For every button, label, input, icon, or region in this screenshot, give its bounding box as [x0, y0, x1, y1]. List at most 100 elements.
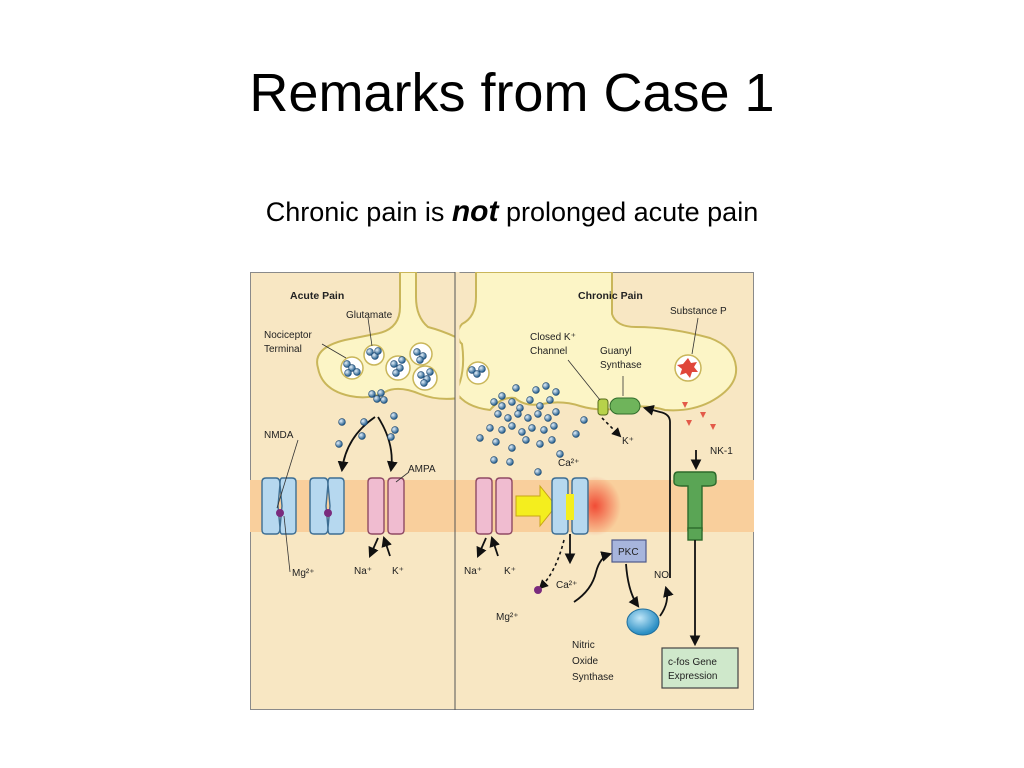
- glutamate-molecule: [544, 414, 552, 422]
- chronic-pain-title: Chronic Pain: [578, 290, 643, 302]
- glutamate-molecule: [343, 360, 351, 368]
- nmda-receptor-2: [309, 477, 345, 535]
- ca-bottom-label: Ca²⁺: [556, 580, 577, 591]
- cfos-box: [661, 647, 739, 689]
- mg-left-label: Mg²⁺: [292, 568, 315, 579]
- glutamate-molecule: [540, 426, 548, 434]
- nociceptor-label-1: Nociceptor: [264, 330, 312, 341]
- nmda-receptor-chronic: [551, 477, 589, 535]
- glutamate-molecule: [413, 348, 421, 356]
- subtitle-after: prolonged acute pain: [498, 197, 759, 227]
- nos-label-3: Synthase: [572, 672, 614, 683]
- glutamate-molecule: [580, 416, 588, 424]
- glutamate-molecule: [490, 456, 498, 464]
- slide-title: Remarks from Case 1: [249, 63, 775, 123]
- pain-pathway-svg: Acute Pain Chronic Pain Glutamate Nocice…: [250, 272, 754, 710]
- subtitle-emphasis: not: [451, 195, 499, 228]
- ampa-receptor-left: [367, 477, 405, 535]
- glutamate-molecule: [572, 430, 580, 438]
- glutamate-molecule: [542, 382, 550, 390]
- glutamate-molecule: [398, 356, 406, 364]
- glutamate-molecule: [344, 369, 352, 377]
- glutamate-molecule: [338, 418, 346, 426]
- nmda-leader-line: [276, 439, 299, 509]
- glutamate-molecule: [552, 408, 560, 416]
- glutamate-molecule: [534, 410, 542, 418]
- ampa-receptor-right: [475, 477, 513, 535]
- glutamate-molecule: [494, 410, 502, 418]
- closed-k-label-2: Channel: [530, 346, 567, 357]
- glutamate-molecule: [368, 390, 376, 398]
- glutamate-molecule: [490, 398, 498, 406]
- glutamate-molecule: [416, 356, 424, 364]
- glutamate-molecule: [522, 436, 530, 444]
- glutamate-molecule: [550, 422, 558, 430]
- substance-p-icon: [677, 358, 698, 378]
- nociceptor-leader-line: [321, 343, 347, 359]
- glutamate-molecule: [498, 392, 506, 400]
- subtitle-before: Chronic pain is: [265, 197, 452, 227]
- glutamate-molecule: [524, 414, 532, 422]
- divider-cover: [455, 272, 460, 412]
- pkc-label: PKC: [618, 547, 639, 558]
- nmda-receptor-1: [261, 477, 297, 535]
- glutamate-molecule: [536, 402, 544, 410]
- glutamate-molecule: [546, 396, 554, 404]
- glutamate-molecule: [353, 368, 361, 376]
- glutamate-molecule: [373, 395, 381, 403]
- glutamate-molecule: [518, 428, 526, 436]
- glutamate-molecule: [492, 438, 500, 446]
- ampa-label: AMPA: [408, 464, 436, 475]
- dashed-arrows: [538, 417, 622, 590]
- glutamate-molecules: [335, 347, 588, 476]
- glutamate-molecule: [508, 444, 516, 452]
- no-label: NO: [654, 570, 669, 581]
- ampa-leader-line: [395, 471, 410, 483]
- cfos-label-1: c-fos Gene: [668, 657, 717, 668]
- pkc-box: [611, 539, 647, 563]
- glutamate-molecule: [348, 364, 356, 372]
- glutamate-leader-line: [367, 317, 373, 347]
- chronic-nociceptor-terminal: [454, 272, 738, 412]
- glutamate-molecule: [377, 389, 385, 397]
- glutamate-molecule: [358, 432, 366, 440]
- glutamate-molecule: [335, 440, 343, 448]
- glutamate-molecule: [548, 436, 556, 444]
- guanyl-label-2: Synthase: [600, 360, 642, 371]
- k-right-top-label: K⁺: [622, 436, 634, 447]
- glutamate-molecule: [476, 434, 484, 442]
- glutamate-molecule: [508, 422, 516, 430]
- glutamate-molecule: [486, 424, 494, 432]
- glutamate-molecule: [504, 414, 512, 422]
- glutamate-molecule: [552, 388, 560, 396]
- glutamate-molecule: [426, 368, 434, 376]
- nmda-label: NMDA: [264, 430, 294, 441]
- acute-pain-title: Acute Pain: [290, 290, 344, 302]
- glutamate-molecule: [506, 458, 514, 466]
- glutamate-molecule: [374, 347, 382, 355]
- glutamate-molecule: [526, 396, 534, 404]
- glutamate-molecule: [556, 450, 564, 458]
- nos-label-2: Oxide: [572, 656, 599, 667]
- na-right-label: Na⁺: [464, 566, 482, 577]
- mg-ion: [534, 586, 542, 594]
- glutamate-molecule: [478, 365, 486, 373]
- k-left-label: K⁺: [392, 566, 404, 577]
- glutamate-molecule: [420, 379, 428, 387]
- glutamate-molecule: [473, 370, 481, 378]
- substance-p-leader-line: [691, 317, 699, 355]
- glutamate-molecule: [392, 369, 400, 377]
- glutamate-molecule: [387, 433, 395, 441]
- transition-arrow-icon: [515, 484, 557, 528]
- glutamate-molecule: [417, 371, 425, 379]
- ca-top-label: Ca²⁺: [558, 458, 579, 469]
- glutamate-molecule: [536, 440, 544, 448]
- glutamate-molecule: [468, 366, 476, 374]
- slide-subtitle: Chronic pain is not prolonged acute pain: [0, 195, 1024, 229]
- glutamate-molecule: [360, 418, 368, 426]
- mg-right-label: Mg²⁺: [496, 612, 519, 623]
- na-left-label: Na⁺: [354, 566, 372, 577]
- nk1-label: NK-1: [710, 446, 733, 457]
- glutamate-molecule: [514, 410, 522, 418]
- guanyl-synthase: [609, 397, 641, 415]
